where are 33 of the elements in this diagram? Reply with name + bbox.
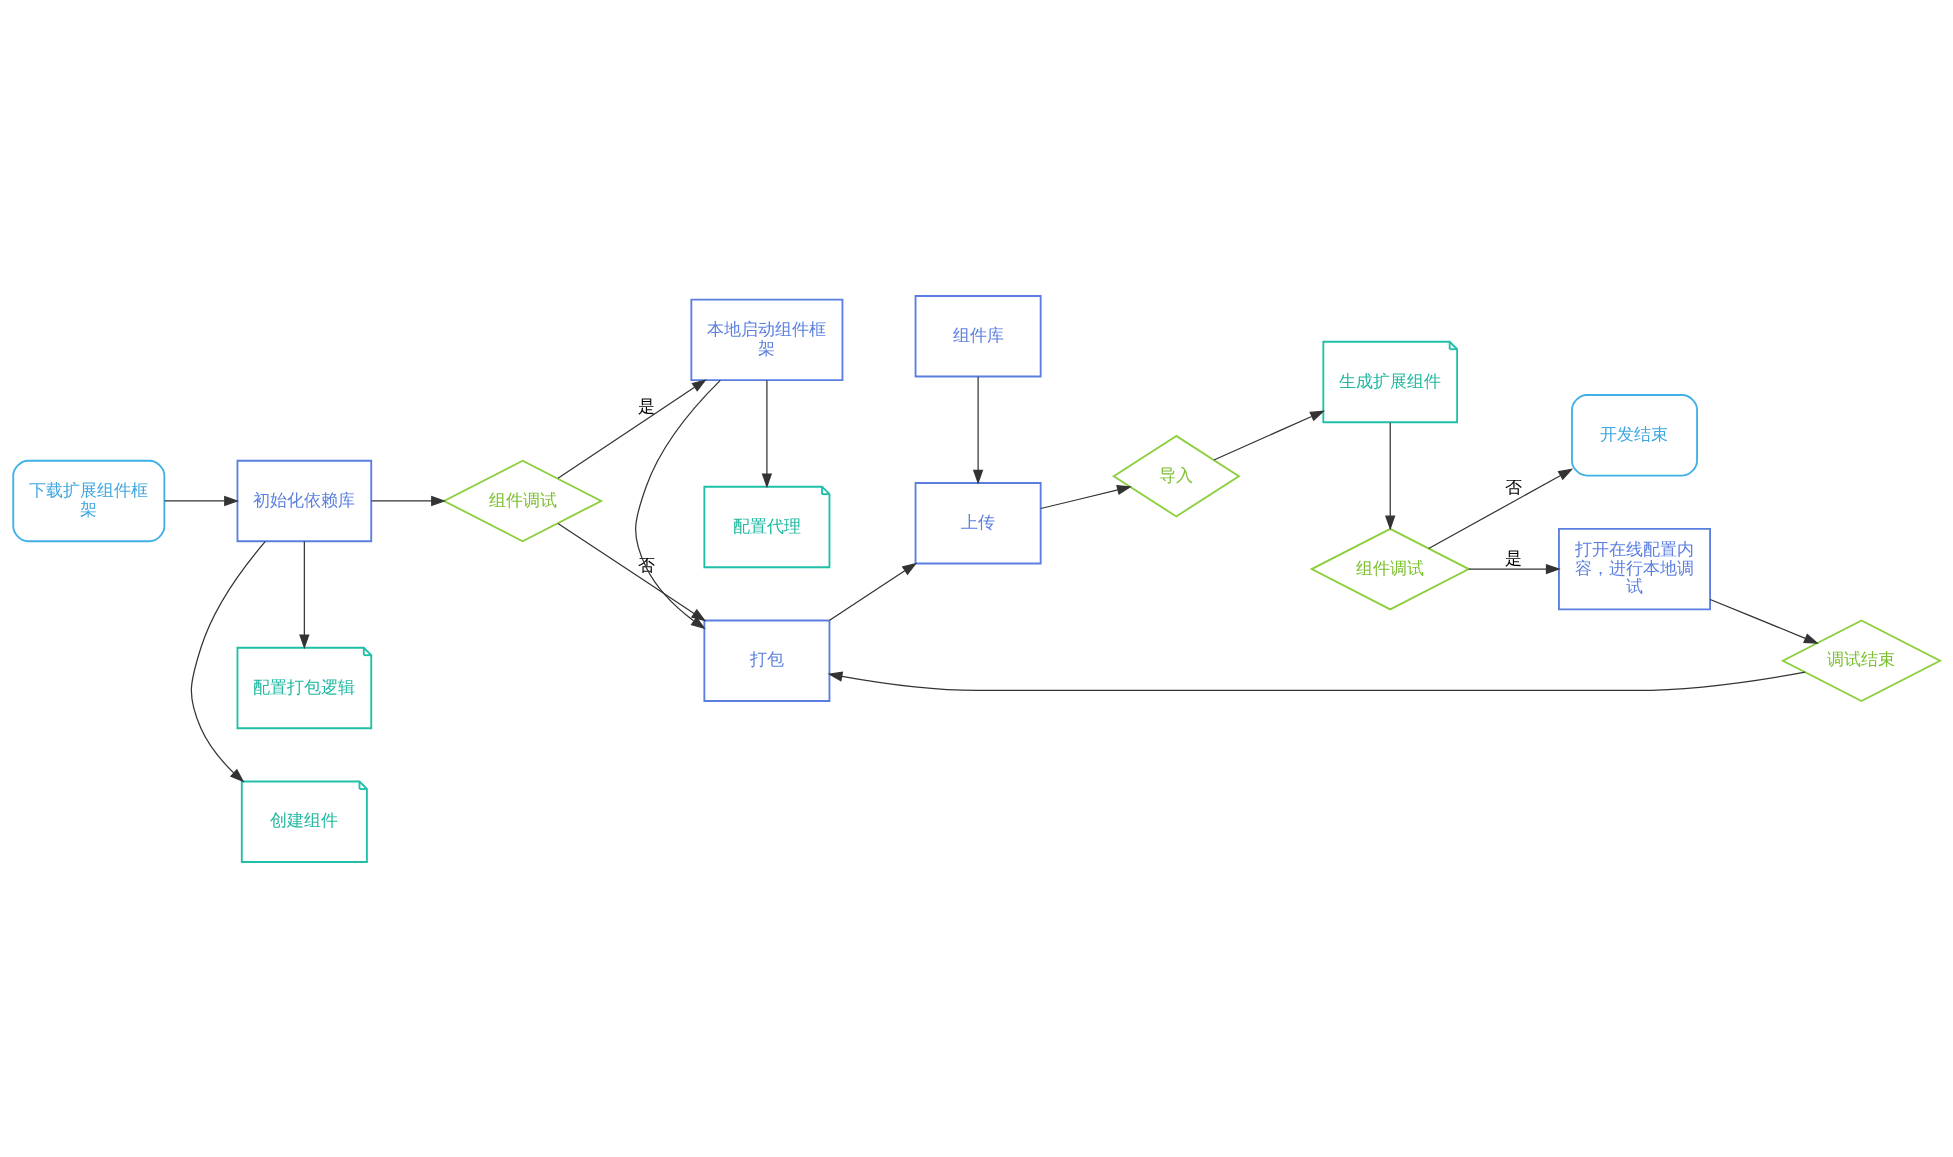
node-diamond: 调试结束 — [1780, 618, 1943, 702]
edge-label: 否 — [1505, 476, 1523, 497]
node-box: 打开在线配置内容，进行本地调试 — [1558, 527, 1711, 610]
edge-label: 否 — [637, 554, 655, 575]
arrow — [1213, 410, 1325, 461]
node-diamond: 组件调试 — [1309, 527, 1471, 610]
arrow — [1709, 598, 1819, 644]
node-box: 本地启动组件框架 — [690, 298, 844, 381]
arrow — [1428, 468, 1574, 549]
edge-label: 是 — [1505, 547, 1523, 568]
arrow — [163, 495, 240, 506]
arrow — [557, 378, 707, 479]
arrow — [635, 379, 721, 629]
arrow — [299, 540, 310, 649]
arrow — [190, 540, 266, 783]
arrow — [972, 375, 984, 485]
node-box: 初始化依赖库 — [236, 459, 373, 542]
node-diamond: 导入 — [1112, 434, 1241, 518]
arrow — [1468, 563, 1561, 574]
arrow — [829, 562, 917, 621]
arrow — [370, 495, 446, 506]
node-box: 上传 — [914, 481, 1042, 564]
edge-label: 是 — [637, 395, 655, 416]
node-box: 开发结束 — [1571, 393, 1698, 476]
arrow — [761, 379, 773, 488]
arrow — [1040, 484, 1132, 509]
node-box: 打包 — [703, 619, 831, 702]
node-diamond: 组件调试 — [442, 459, 604, 542]
node-box: 下载扩展组件框架 — [12, 459, 166, 542]
arrow — [1385, 421, 1396, 530]
arrow — [557, 522, 707, 621]
node-box: 组件库 — [914, 294, 1042, 377]
arrow — [827, 670, 1806, 691]
